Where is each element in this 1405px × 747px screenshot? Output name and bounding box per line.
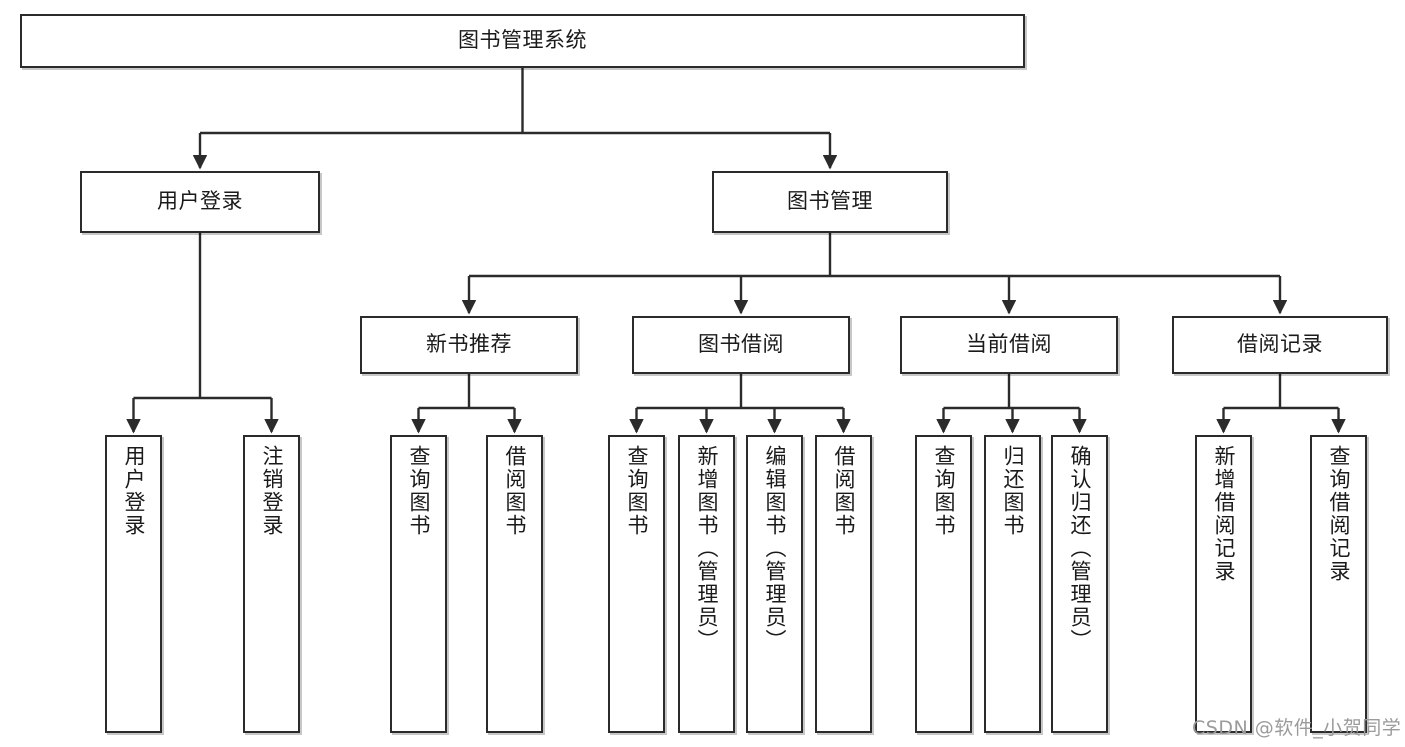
node-label: 查询图书: [932, 445, 956, 537]
node-leaf-borrow-book-2: 借阅图书: [815, 435, 872, 733]
node-new-book-recommend: 新书推荐: [360, 316, 578, 374]
node-label: 查询图书: [625, 445, 649, 537]
node-leaf-query-record: 查询借阅记录: [1310, 435, 1367, 733]
node-leaf-confirm-return: 确认归还（管理员）: [1051, 435, 1108, 733]
node-label: 用户登录: [122, 445, 146, 537]
node-leaf-user-logout: 注销登录: [243, 435, 300, 733]
watermark-text: CSDN @软件_小贺同学: [1192, 717, 1402, 739]
node-book-manage: 图书管理: [712, 171, 948, 233]
node-label: 借阅图书: [503, 445, 527, 537]
node-label: 图书管理系统: [458, 28, 587, 53]
node-leaf-add-record: 新增借阅记录: [1195, 435, 1252, 733]
node-label: 借阅图书: [832, 445, 856, 537]
node-borrow-record: 借阅记录: [1172, 316, 1388, 374]
node-leaf-edit-book: 编辑图书（管理员）: [746, 435, 803, 733]
node-user-login: 用户登录: [80, 171, 320, 233]
node-leaf-borrow-book-1: 借阅图书: [486, 435, 543, 733]
node-book-borrow: 图书借阅: [632, 316, 850, 374]
node-label: 查询借阅记录: [1327, 445, 1351, 583]
node-label: 借阅记录: [1237, 332, 1323, 357]
node-label: 当前借阅: [966, 332, 1052, 357]
node-leaf-query-book-2: 查询图书: [608, 435, 665, 733]
node-leaf-user-login: 用户登录: [105, 435, 162, 733]
node-leaf-add-book: 新增图书（管理员）: [678, 435, 735, 733]
node-root: 图书管理系统: [20, 14, 1025, 68]
node-label: 新书推荐: [426, 332, 512, 357]
node-label: 图书借阅: [698, 332, 784, 357]
node-label: 归还图书: [1001, 445, 1025, 537]
node-label: 查询图书: [407, 445, 431, 537]
node-label: 确认归还（管理员）: [1068, 445, 1092, 652]
node-leaf-query-book-1: 查询图书: [390, 435, 447, 733]
node-label: 注销登录: [260, 445, 284, 537]
node-current-borrow: 当前借阅: [900, 316, 1118, 374]
node-leaf-return-book: 归还图书: [984, 435, 1041, 733]
node-label: 图书管理: [787, 189, 873, 214]
node-label: 用户登录: [157, 189, 243, 214]
node-label: 编辑图书（管理员）: [763, 445, 787, 652]
node-label: 新增图书（管理员）: [695, 445, 719, 652]
node-leaf-query-book-3: 查询图书: [915, 435, 972, 733]
node-label: 新增借阅记录: [1212, 445, 1236, 583]
